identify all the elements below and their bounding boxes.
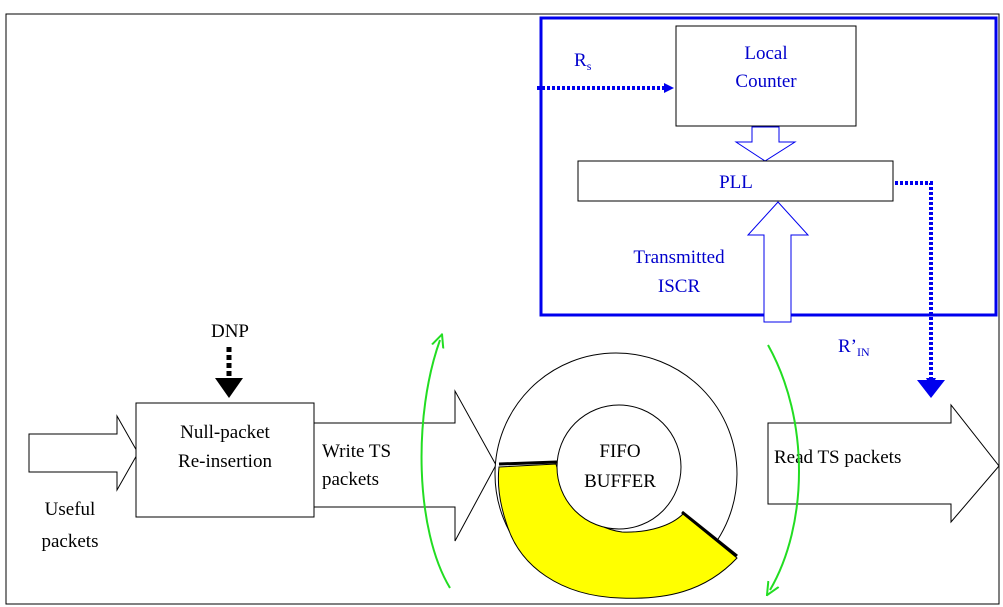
null-packet-reinsertion-block — [135, 402, 315, 518]
useful-packets-label-2: packets — [42, 531, 99, 552]
fifo-ring-inner — [556, 404, 682, 530]
local-counter-block — [675, 25, 857, 127]
fifo-write-pointer — [498, 460, 558, 466]
dnp-label: DNP — [211, 321, 249, 342]
write-rotation-arrow — [420, 340, 451, 589]
rs-label: Rs — [574, 50, 592, 73]
fifo-read-pointer — [681, 510, 738, 558]
useful-packets-arrow — [28, 414, 139, 492]
fifo-label-1: FIFO — [599, 441, 640, 462]
rin-output-arrow — [895, 181, 936, 388]
null-packet-label-2: Re-insertion — [178, 451, 272, 472]
rin-arrow-head — [917, 380, 945, 398]
write-ts-label-1: Write TS — [322, 441, 391, 462]
fifo-label-2: BUFFER — [584, 471, 656, 492]
useful-packets-label-1: Useful — [45, 499, 96, 520]
read-rotation-arrow — [768, 344, 800, 590]
null-packet-label-1: Null-packet — [180, 422, 270, 443]
local-counter-label-1: Local — [744, 43, 787, 64]
pll-label: PLL — [719, 172, 753, 193]
read-ts-packets-arrow — [767, 403, 1000, 524]
counter-to-pll-arrow — [734, 126, 797, 162]
iscr-input-arrow — [746, 201, 810, 323]
write-ts-packets-arrow — [313, 389, 497, 542]
transmitted-iscr-label-1: Transmitted — [633, 247, 725, 268]
write-ts-label-2: packets — [322, 469, 379, 490]
rin-label: R’IN — [838, 336, 870, 359]
pll-block — [577, 160, 894, 202]
transmitted-iscr-label-2: ISCR — [658, 276, 701, 297]
read-ts-label: Read TS packets — [774, 447, 901, 468]
dnp-arrow-head — [215, 378, 243, 398]
local-counter-label-2: Counter — [735, 71, 797, 92]
outer-frame — [5, 13, 1000, 605]
